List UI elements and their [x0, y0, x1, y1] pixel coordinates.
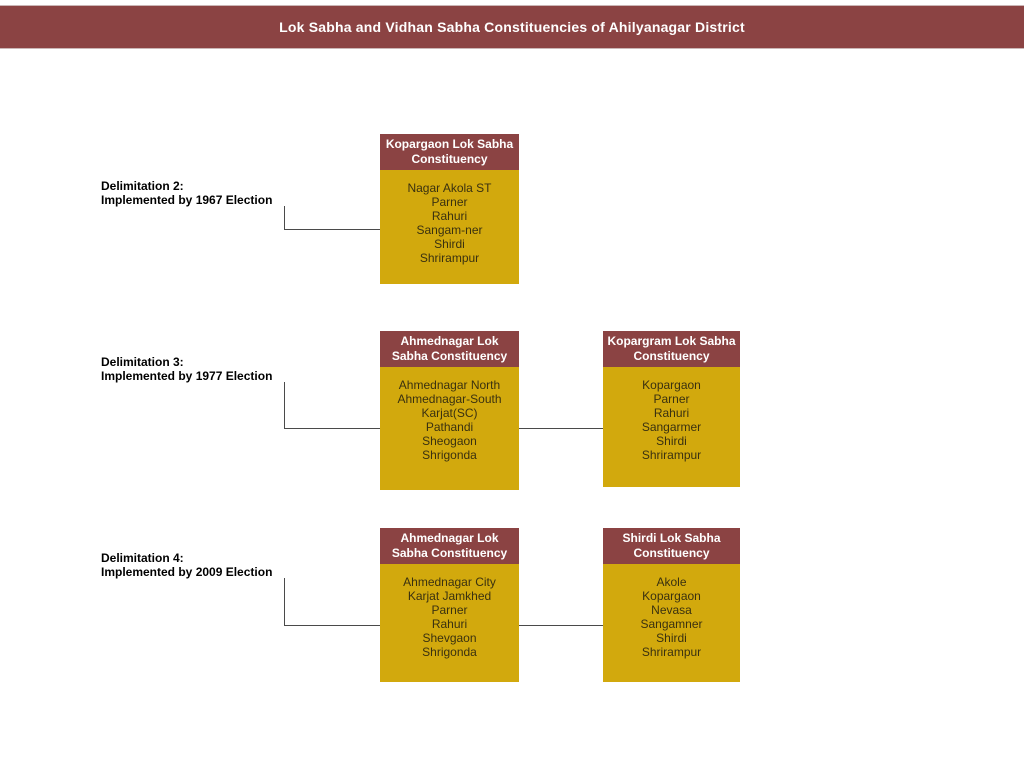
box-header: Ahmednagar Lok Sabha Constituency: [380, 528, 519, 564]
connector-line-horizontal: [284, 229, 380, 230]
constituency-item: Karjat(SC): [421, 406, 478, 420]
constituency-item: Ahmednagar North: [398, 378, 501, 392]
constituency-item: Kopargaon: [642, 589, 701, 603]
connector-line-between-boxes: [519, 428, 603, 429]
constituency-item: Shirdi: [656, 434, 687, 448]
delimitation-4-label-line2: Implemented by 2009 Election: [101, 565, 273, 579]
connector-elbow-vertical: [284, 382, 285, 428]
constituency-item: Sangamner: [640, 617, 703, 631]
connector-line-horizontal: [284, 428, 380, 429]
constituency-item: Sangarmer: [641, 420, 702, 434]
constituency-item: Sangam-ner: [416, 223, 483, 237]
title-bar: Lok Sabha and Vidhan Sabha Constituencie…: [0, 5, 1024, 49]
connector-elbow-vertical: [284, 578, 285, 625]
constituency-item: Shrirampur: [419, 251, 480, 265]
constituency-box-ahmednagar-2009: Ahmednagar Lok Sabha Constituency Ahmedn…: [380, 528, 519, 682]
constituency-box-shirdi-2009: Shirdi Lok Sabha Constituency Akole Kopa…: [603, 528, 740, 682]
delimitation-4-label: Delimitation 4: Implemented by 2009 Elec…: [101, 551, 272, 579]
delimitation-2-label-line2: Implemented by 1967 Election: [101, 193, 273, 207]
constituency-item: Shrirampur: [641, 645, 702, 659]
constituency-item: Rahuri: [653, 406, 690, 420]
box-body: Akole Kopargaon Nevasa Sangamner Shirdi …: [603, 564, 740, 682]
constituency-item: Nevasa: [651, 603, 692, 617]
diagram-title: Lok Sabha and Vidhan Sabha Constituencie…: [279, 19, 745, 35]
delimitation-3-label-line2: Implemented by 1977 Election: [101, 369, 273, 383]
connector-elbow-vertical: [284, 206, 285, 229]
constituency-item: Rahuri: [431, 617, 468, 631]
box-body: Ahmednagar North Ahmednagar-South Karjat…: [380, 367, 519, 490]
constituency-box-kopargaon-1967: Kopargaon Lok Sabha Constituency Nagar A…: [380, 134, 519, 284]
constituency-item: Karjat Jamkhed: [407, 589, 492, 603]
constituency-item: Ahmednagar-South: [397, 392, 502, 406]
constituency-item: Shirdi: [656, 631, 687, 645]
delimitation-3-label: Delimitation 3: Implemented by 1977 Elec…: [101, 355, 272, 383]
constituency-item: Parner: [431, 603, 468, 617]
box-header: Shirdi Lok Sabha Constituency: [603, 528, 740, 564]
constituency-item: Parner: [431, 195, 468, 209]
constituency-item: Rahuri: [431, 209, 468, 223]
constituency-item: Parner: [653, 392, 690, 406]
constituency-item: Kopargaon: [642, 378, 701, 392]
constituency-box-kopargram-1977: Kopargram Lok Sabha Constituency Koparga…: [603, 331, 740, 487]
constituency-item: Shrigonda: [422, 448, 477, 462]
constituency-item: Shirdi: [434, 237, 465, 251]
delimitation-3-label-line1: Delimitation 3:: [101, 355, 184, 369]
constituency-item: Akole: [656, 575, 687, 589]
delimitation-2-label-line1: Delimitation 2:: [101, 179, 184, 193]
constituency-box-ahmednagar-1977: Ahmednagar Lok Sabha Constituency Ahmedn…: [380, 331, 519, 490]
box-header: Kopargram Lok Sabha Constituency: [603, 331, 740, 367]
box-body: Nagar Akola ST Parner Rahuri Sangam-ner …: [380, 170, 519, 284]
constituency-item: Ahmednagar City: [403, 575, 496, 589]
box-body: Kopargaon Parner Rahuri Sangarmer Shirdi…: [603, 367, 740, 487]
constituency-item: Shrirampur: [641, 448, 702, 462]
box-body: Ahmednagar City Karjat Jamkhed Parner Ra…: [380, 564, 519, 682]
constituency-item: Pathandi: [425, 420, 474, 434]
delimitation-2-label: Delimitation 2: Implemented by 1967 Elec…: [101, 179, 272, 207]
delimitation-4-label-line1: Delimitation 4:: [101, 551, 184, 565]
box-header: Ahmednagar Lok Sabha Constituency: [380, 331, 519, 367]
constituency-item: Shrigonda: [422, 645, 477, 659]
connector-line-between-boxes: [519, 625, 603, 626]
connector-line-horizontal: [284, 625, 380, 626]
constituency-item: Sheogaon: [422, 434, 477, 448]
constituency-item: Nagar Akola ST: [407, 181, 492, 195]
box-header: Kopargaon Lok Sabha Constituency: [380, 134, 519, 170]
constituency-item: Shevgaon: [422, 631, 477, 645]
